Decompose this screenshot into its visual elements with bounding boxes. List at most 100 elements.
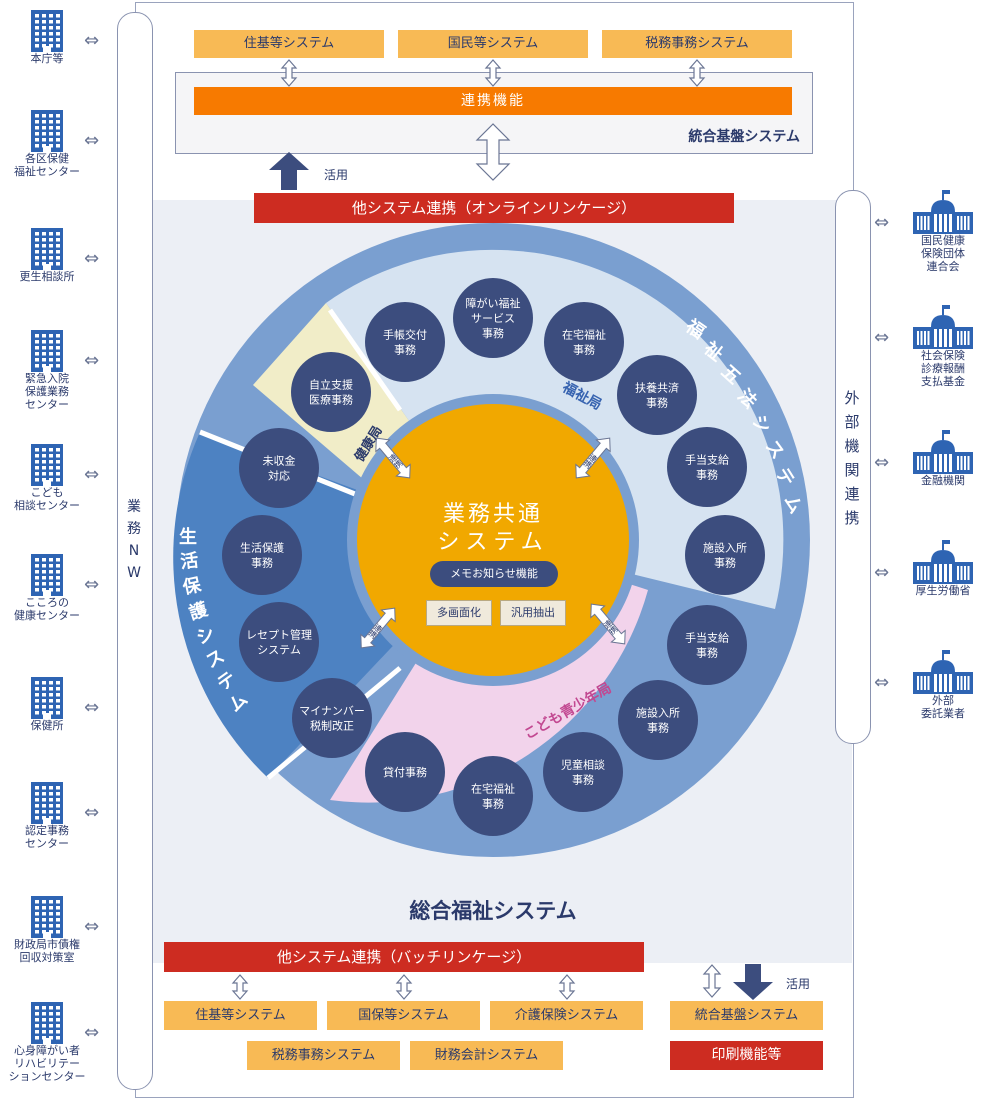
right-facility: 金融機関 bbox=[898, 430, 986, 487]
left-facility: 更生相談所 bbox=[2, 226, 92, 283]
right-facility-label: 国民健康 保険団体 連合会 bbox=[921, 234, 965, 273]
bidirectional-arrow-icon: ⇔ bbox=[84, 248, 100, 269]
process-node-circle bbox=[365, 732, 445, 812]
bottom-connector-arrows bbox=[231, 964, 722, 1000]
left-facility: こども 相談センター bbox=[2, 442, 92, 512]
bottom-utilize-label: 活用 bbox=[786, 977, 811, 991]
utilize-up-arrow bbox=[269, 152, 309, 190]
core-title-1: 業務共通 bbox=[442, 502, 543, 527]
process-node-label: 対応 bbox=[268, 469, 290, 483]
bidirectional-arrow-icon: ⇔ bbox=[84, 350, 100, 371]
bidirectional-arrow-icon: ⇔ bbox=[874, 327, 890, 348]
process-node-circle bbox=[365, 302, 445, 382]
bidirectional-arrow-icon: ⇔ bbox=[84, 130, 100, 151]
process-node-circle bbox=[544, 302, 624, 382]
core-title-2: システム bbox=[437, 530, 549, 555]
process-node-label: 手帳交付 bbox=[383, 328, 427, 342]
business-network-label: 業 務 N W bbox=[127, 499, 141, 581]
utilize-down-arrow bbox=[733, 964, 773, 1000]
process-node-circle bbox=[453, 756, 533, 836]
process-node-circle bbox=[617, 355, 697, 435]
bidirectional-arrow-icon: ⇔ bbox=[84, 916, 100, 937]
right-facility: 厚生労働省 bbox=[898, 540, 986, 597]
office-building-icon bbox=[31, 782, 63, 824]
process-node-label: レセプト管理 bbox=[246, 628, 312, 642]
left-facility-label: こころの 健康センター bbox=[14, 596, 80, 622]
left-facility: 心身障がい者 リハビリテー ションセンター bbox=[2, 1000, 92, 1083]
process-node-circle bbox=[685, 515, 765, 595]
left-facility-label: 保健所 bbox=[30, 719, 64, 732]
process-node-label: 事務 bbox=[482, 797, 504, 811]
process-node-label: 施設入所 bbox=[636, 706, 680, 720]
renkei-function-bar: 連携機能 bbox=[194, 87, 792, 115]
right-facility: 国民健康 保険団体 連合会 bbox=[898, 190, 986, 273]
left-facility-label: こども 相談センター bbox=[14, 486, 80, 512]
bidirectional-arrow-icon: ⇔ bbox=[874, 562, 890, 583]
bidirectional-arrow-icon: ⇔ bbox=[84, 30, 100, 51]
government-building-icon bbox=[913, 190, 973, 234]
process-node-label: 在宅福祉 bbox=[471, 782, 515, 796]
left-facility-label: 心身障がい者 リハビリテー ションセンター bbox=[8, 1044, 86, 1083]
process-node-label: 事務 bbox=[714, 556, 736, 570]
process-node-label: 手当支給 bbox=[685, 453, 729, 467]
office-building-icon bbox=[31, 677, 63, 719]
bidirectional-arrow-icon: ⇔ bbox=[84, 802, 100, 823]
office-building-icon bbox=[31, 1002, 63, 1044]
top-system-box: 税務事務システム bbox=[602, 30, 792, 58]
process-node: 貸付事務 bbox=[365, 732, 445, 812]
process-node-label: サービス bbox=[471, 312, 515, 325]
left-facility-label: 緊急入院 保護業務 センター bbox=[25, 372, 69, 411]
online-linkage-bar: 他システム連携（オンラインリンケージ） bbox=[254, 193, 734, 223]
bidirectional-arrow-icon: ⇔ bbox=[874, 452, 890, 473]
left-facility: 本庁等 bbox=[2, 8, 92, 65]
office-building-icon bbox=[31, 896, 63, 938]
bidirectional-arrow-icon: ⇔ bbox=[874, 212, 890, 233]
bottom-system-box: 住基等システム bbox=[164, 1001, 317, 1030]
process-node-label: 障がい福祉 bbox=[466, 296, 521, 310]
bottom-platform-box: 統合基盤システム bbox=[670, 1001, 823, 1030]
top-utilize-label: 活用 bbox=[324, 168, 349, 182]
process-node-label: 貸付事務 bbox=[383, 765, 427, 779]
process-node-circle bbox=[239, 602, 319, 682]
process-node-label: 在宅福祉 bbox=[562, 328, 606, 342]
top-system-box: 住基等システム bbox=[194, 30, 384, 58]
process-node-circle bbox=[667, 427, 747, 507]
government-building-icon bbox=[913, 430, 973, 474]
process-node-circle bbox=[618, 680, 698, 760]
seikatsu-hogo-label: 生 bbox=[179, 526, 197, 548]
left-facility: 保健所 bbox=[2, 675, 92, 732]
bottom-system-box: 税務事務システム bbox=[247, 1041, 400, 1070]
left-facility-label: 更生相談所 bbox=[19, 270, 75, 283]
office-building-icon bbox=[31, 110, 63, 152]
top-connector-arrows bbox=[280, 59, 706, 181]
left-facility-label: 各区保健 福祉センター bbox=[14, 152, 80, 178]
process-node-label: 事務 bbox=[394, 343, 416, 357]
process-node-circle bbox=[292, 678, 372, 758]
government-building-icon bbox=[913, 540, 973, 584]
external-link-bar bbox=[835, 190, 871, 744]
process-node-circle bbox=[453, 278, 533, 358]
process-node-label: 事務 bbox=[482, 326, 504, 340]
process-node-label: 事務 bbox=[572, 773, 594, 787]
process-node-circle bbox=[667, 605, 747, 685]
process-node-label: 未収金 bbox=[263, 454, 296, 468]
right-facility: 社会保険 診療報酬 支払基金 bbox=[898, 305, 986, 388]
process-nodes: 手帳交付事務障がい福祉サービス事務在宅福祉事務扶養共済事務手当支給事務施設入所事… bbox=[222, 278, 765, 836]
process-node-label: 施設入所 bbox=[703, 541, 747, 555]
batch-linkage-bar: 他システム連携（バッチリンケージ） bbox=[164, 942, 644, 972]
integrated-platform-label: 統合基盤システム bbox=[688, 129, 800, 145]
bidirectional-arrow-icon: ⇔ bbox=[84, 464, 100, 485]
process-node-label: 税制改正 bbox=[310, 719, 354, 733]
office-building-icon bbox=[31, 554, 63, 596]
process-node-label: システム bbox=[257, 644, 301, 657]
